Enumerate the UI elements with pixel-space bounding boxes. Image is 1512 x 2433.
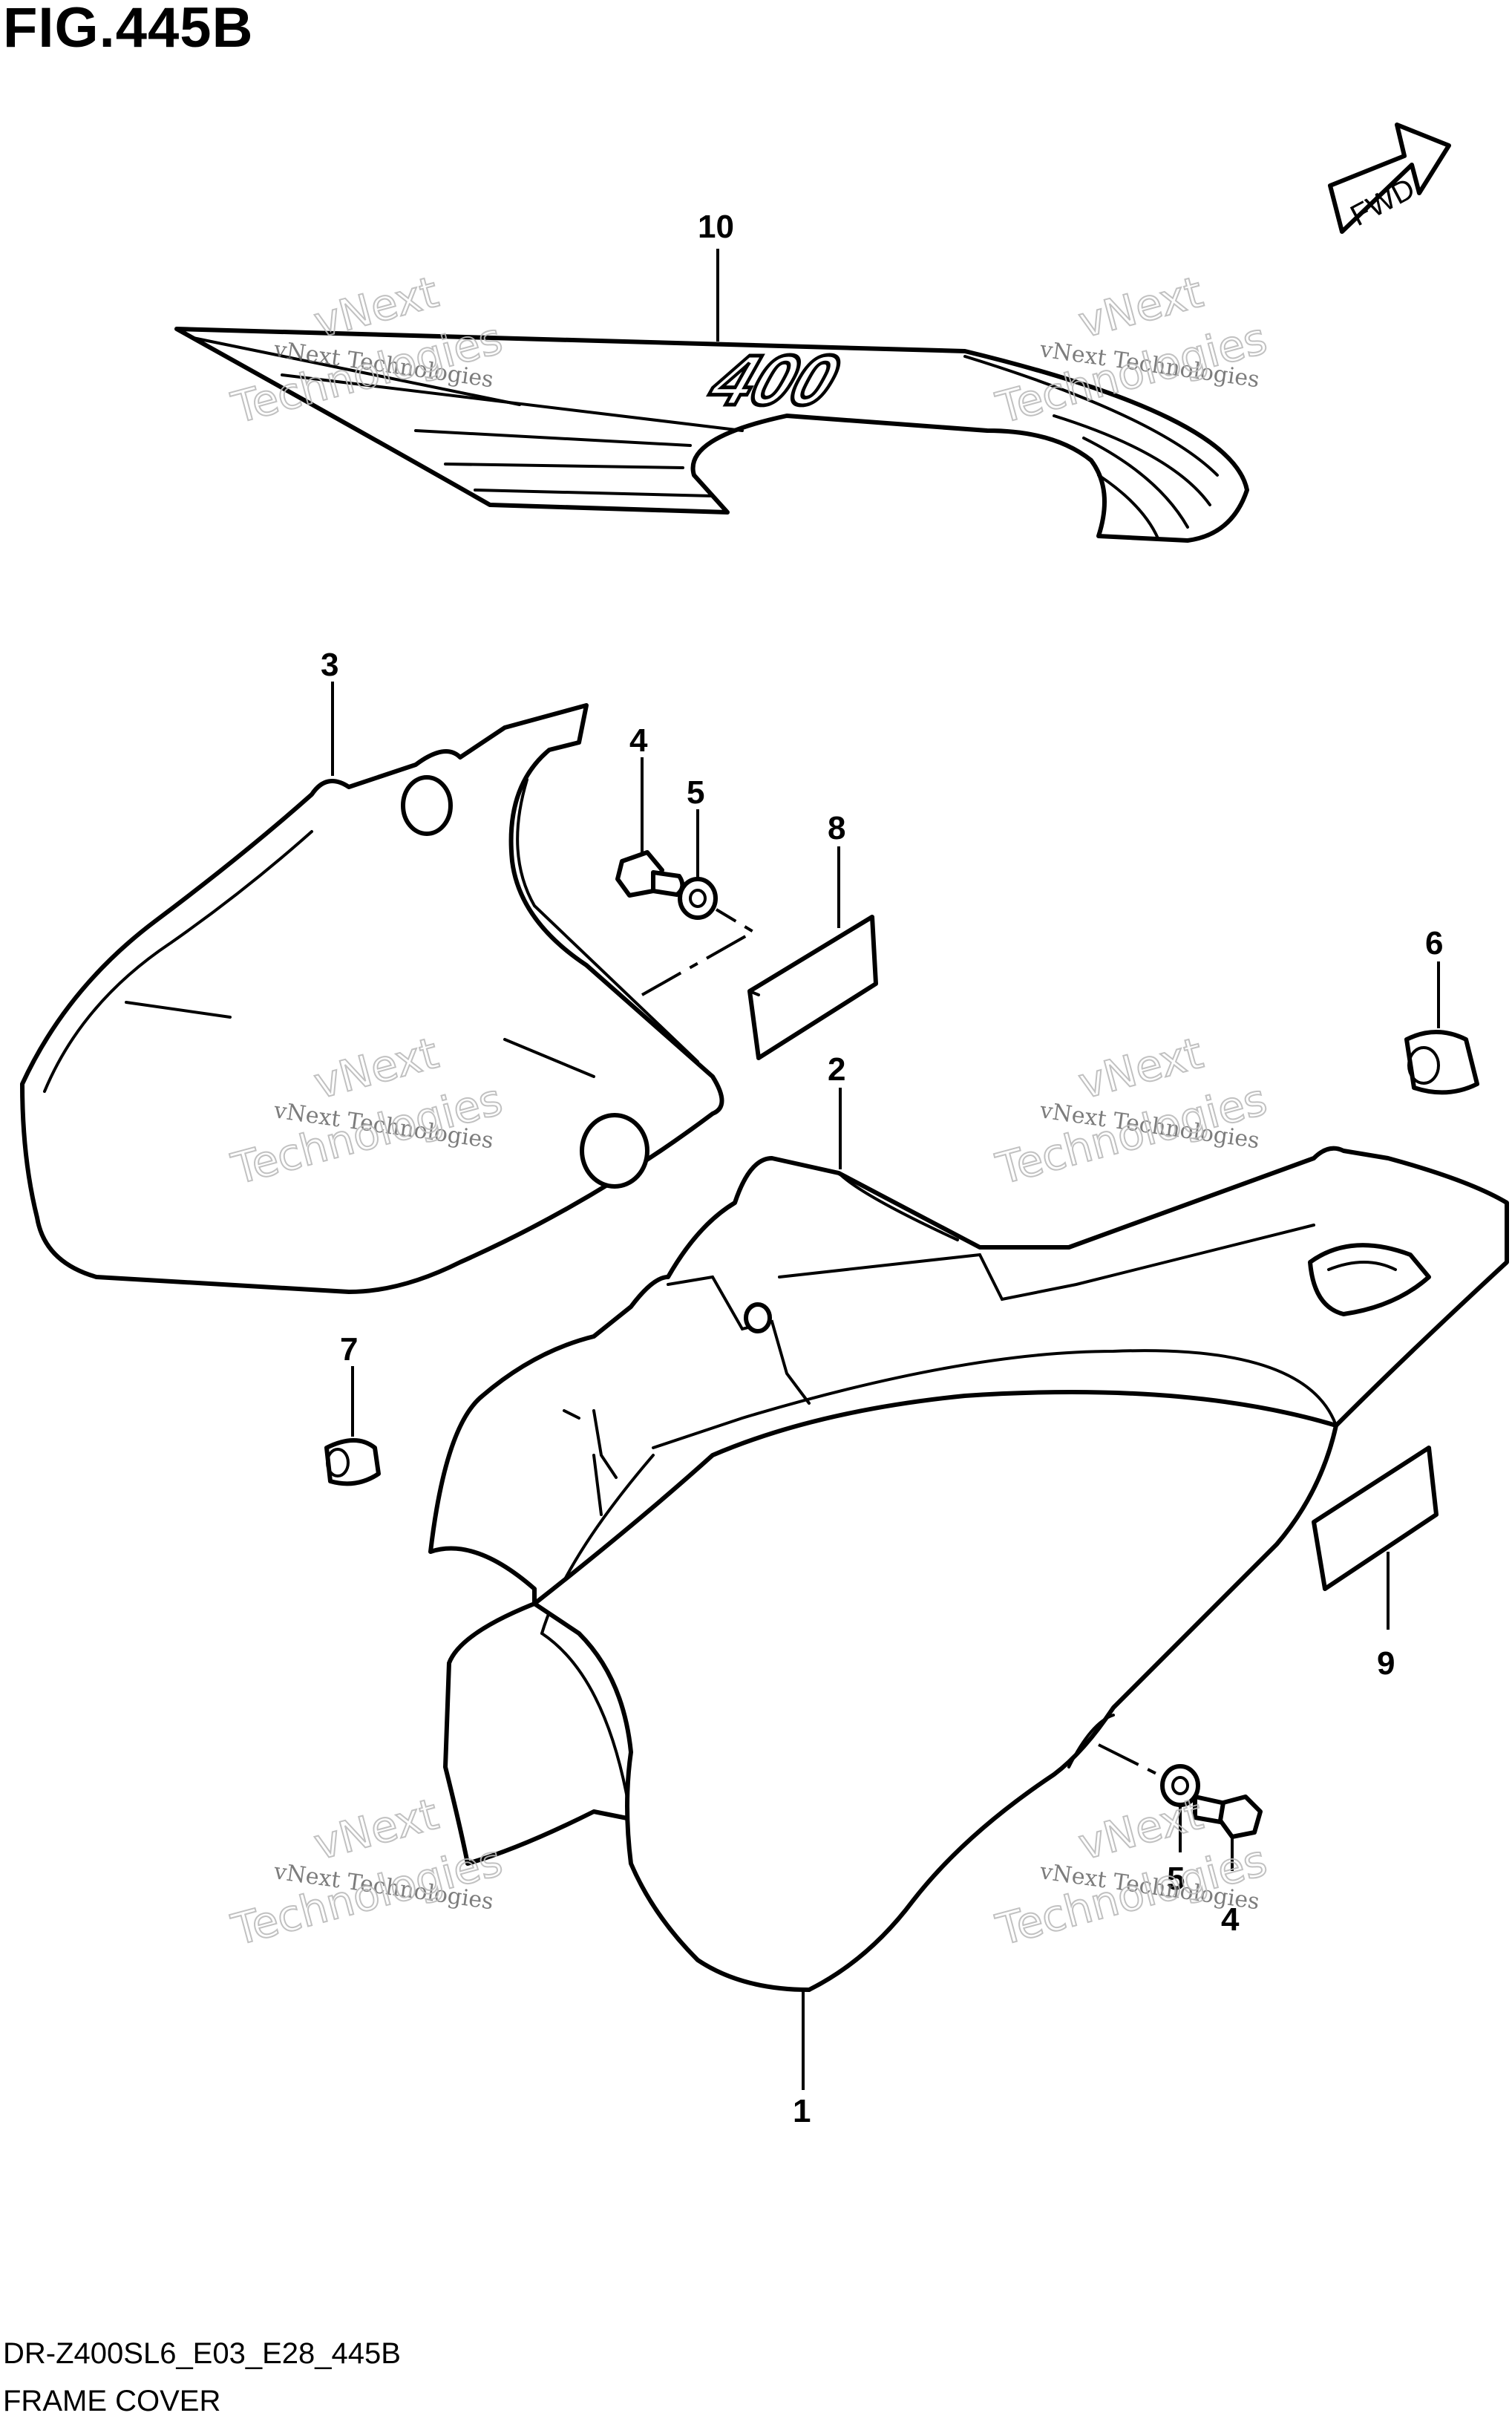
fwd-arrow-icon: FWD bbox=[1328, 123, 1451, 234]
part-5-washer-upper[interactable] bbox=[678, 877, 718, 920]
part-10-decal[interactable]: 400 bbox=[174, 327, 1249, 543]
section-name: FRAME COVER bbox=[3, 2385, 221, 2417]
part-3-frame-cover-left[interactable] bbox=[20, 703, 724, 1294]
callout-5-lower: 5 bbox=[1167, 1861, 1185, 1897]
callout-1: 1 bbox=[793, 2093, 811, 2129]
part-4-bolt-upper[interactable] bbox=[615, 850, 685, 898]
part-8-pad[interactable] bbox=[747, 915, 878, 1060]
figure-title: FIG.445B bbox=[3, 0, 254, 59]
model-code: DR-Z400SL6_E03_E28_445B bbox=[3, 2337, 401, 2370]
callout-7: 7 bbox=[340, 1331, 358, 1368]
part-6-grommet[interactable] bbox=[1404, 1030, 1479, 1095]
part-1-side-cover[interactable] bbox=[532, 1390, 1338, 1992]
part-7-grommet[interactable] bbox=[324, 1438, 381, 1486]
part-4-bolt-lower[interactable] bbox=[1193, 1794, 1263, 1839]
callout-2: 2 bbox=[828, 1051, 845, 1088]
callout-3: 3 bbox=[321, 647, 338, 683]
watermark-mid-right: vNext Technologies vNext Technologies bbox=[990, 1027, 1272, 1195]
callout-5-upper: 5 bbox=[687, 774, 704, 811]
callout-9: 9 bbox=[1377, 1645, 1395, 1682]
callout-10: 10 bbox=[698, 209, 734, 245]
callout-4-upper: 4 bbox=[629, 722, 648, 759]
callout-8: 8 bbox=[828, 810, 845, 846]
callout-6: 6 bbox=[1425, 925, 1443, 961]
part-9-pad[interactable] bbox=[1312, 1446, 1439, 1591]
callout-4-lower: 4 bbox=[1221, 1901, 1240, 1938]
